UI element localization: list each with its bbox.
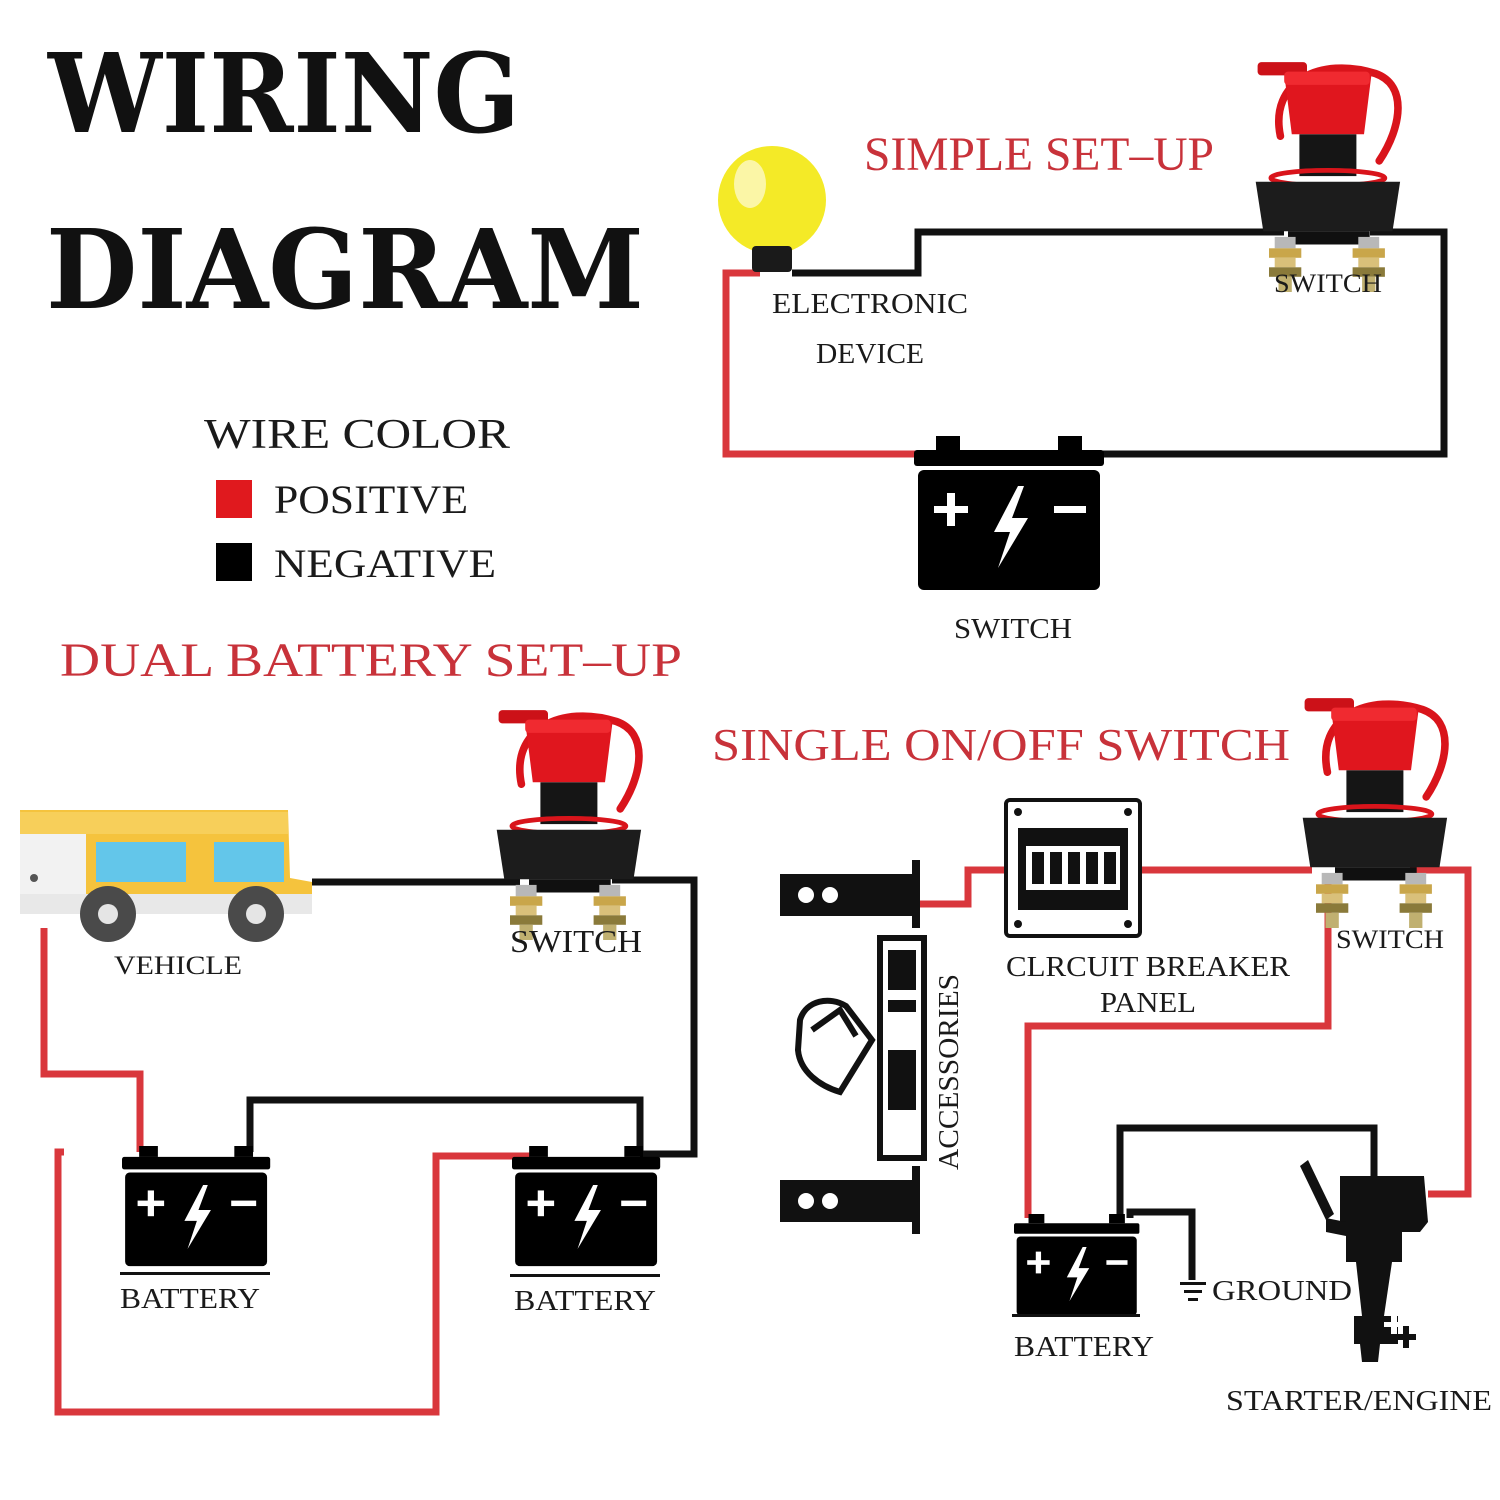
- dual-battery-switch-icon: [497, 710, 641, 940]
- accessories-icon: [780, 860, 927, 1234]
- single-negative-wire-engine: [1116, 1124, 1378, 1218]
- simple-setup-heading: SIMPLE SET–UP: [864, 128, 1214, 181]
- breaker-panel-label-1: CLRCUIT BREAKER: [1006, 952, 1290, 983]
- simple-switch-label: SWITCH: [1274, 269, 1382, 298]
- dual-negative-wire-switch: [612, 876, 698, 1158]
- single-switch-heading: SINGLE ON/OFF SWITCH: [712, 719, 1290, 770]
- battery-2-label: BATTERY: [514, 1286, 656, 1317]
- battery-1-label: BATTERY: [120, 1284, 260, 1315]
- wire-color-legend: WIRE COLOR POSITIVE NEGATIVE: [204, 412, 510, 586]
- starter-engine-label: STARTER/ENGINE: [1226, 1386, 1492, 1417]
- single-positive-wire-accessory: [920, 866, 1010, 908]
- simple-battery-switch-icon: [1256, 62, 1400, 292]
- light-bulb-icon: [718, 146, 826, 272]
- dual-positive-wire-loop: [54, 1148, 530, 1416]
- legend-heading: WIRE COLOR: [204, 412, 510, 458]
- ground-label: GROUND: [1212, 1276, 1352, 1307]
- simple-positive-wire: [722, 269, 936, 458]
- electronic-device-label-2: DEVICE: [816, 338, 924, 370]
- circuit-breaker-panel-icon: [1004, 798, 1142, 938]
- single-positive-wire-switch-down: [1024, 878, 1332, 1218]
- breaker-panel-label-2: PANEL: [1100, 988, 1196, 1019]
- single-switch-section: SINGLE ON/OFF SWITCH CLRCUIT BREAKER PAN…: [712, 698, 1492, 1417]
- electronic-device-label-1: ELECTRONIC: [772, 288, 968, 320]
- battery-2-icon: [512, 1146, 661, 1267]
- dual-positive-wire-vehicle: [40, 928, 144, 1152]
- single-battery-underline: [1012, 1314, 1140, 1317]
- single-switch-label: SWITCH: [1336, 925, 1444, 954]
- dual-switch-label: SWITCH: [510, 923, 642, 959]
- title-line-2: DIAGRAM: [46, 205, 644, 334]
- single-negative-wire-ground: [1126, 1208, 1196, 1280]
- dual-battery-setup-heading: DUAL BATTERY SET–UP: [60, 634, 682, 687]
- dual-battery-setup-section: DUAL BATTERY SET–UP VEHICLE SWITCH BATTE…: [20, 634, 698, 1416]
- vehicle-icon: [20, 810, 312, 942]
- vehicle-label: VEHICLE: [114, 951, 242, 980]
- single-battery-icon: [1014, 1214, 1140, 1316]
- legend-label-positive: POSITIVE: [274, 477, 468, 522]
- starter-engine-icon: [1300, 1160, 1428, 1362]
- battery-2-underline: [510, 1274, 660, 1277]
- dual-negative-wire-bridge: [246, 1096, 644, 1152]
- simple-battery-label: SWITCH: [954, 614, 1072, 645]
- single-battery-switch-icon: [1303, 698, 1447, 928]
- legend-label-negative: NEGATIVE: [274, 541, 496, 586]
- title-line-1: WIRING: [47, 29, 520, 158]
- legend-swatch-negative: [216, 543, 252, 581]
- single-positive-wire-engine: [1410, 866, 1472, 1198]
- simple-battery-icon: [914, 436, 1104, 590]
- single-battery-label: BATTERY: [1014, 1332, 1154, 1363]
- accessories-label: ACCESSORIES: [934, 974, 965, 1170]
- battery-1-icon: [122, 1146, 271, 1267]
- simple-negative-wire: [792, 228, 1284, 277]
- simple-setup-section: SIMPLE SET–UP ELECTRONIC DEVICE SWITCH S…: [718, 62, 1448, 645]
- ground-icon: [1180, 1282, 1206, 1301]
- legend-swatch-positive: [216, 480, 252, 518]
- battery-1-underline: [120, 1272, 270, 1275]
- simple-negative-wire-return: [1078, 228, 1448, 458]
